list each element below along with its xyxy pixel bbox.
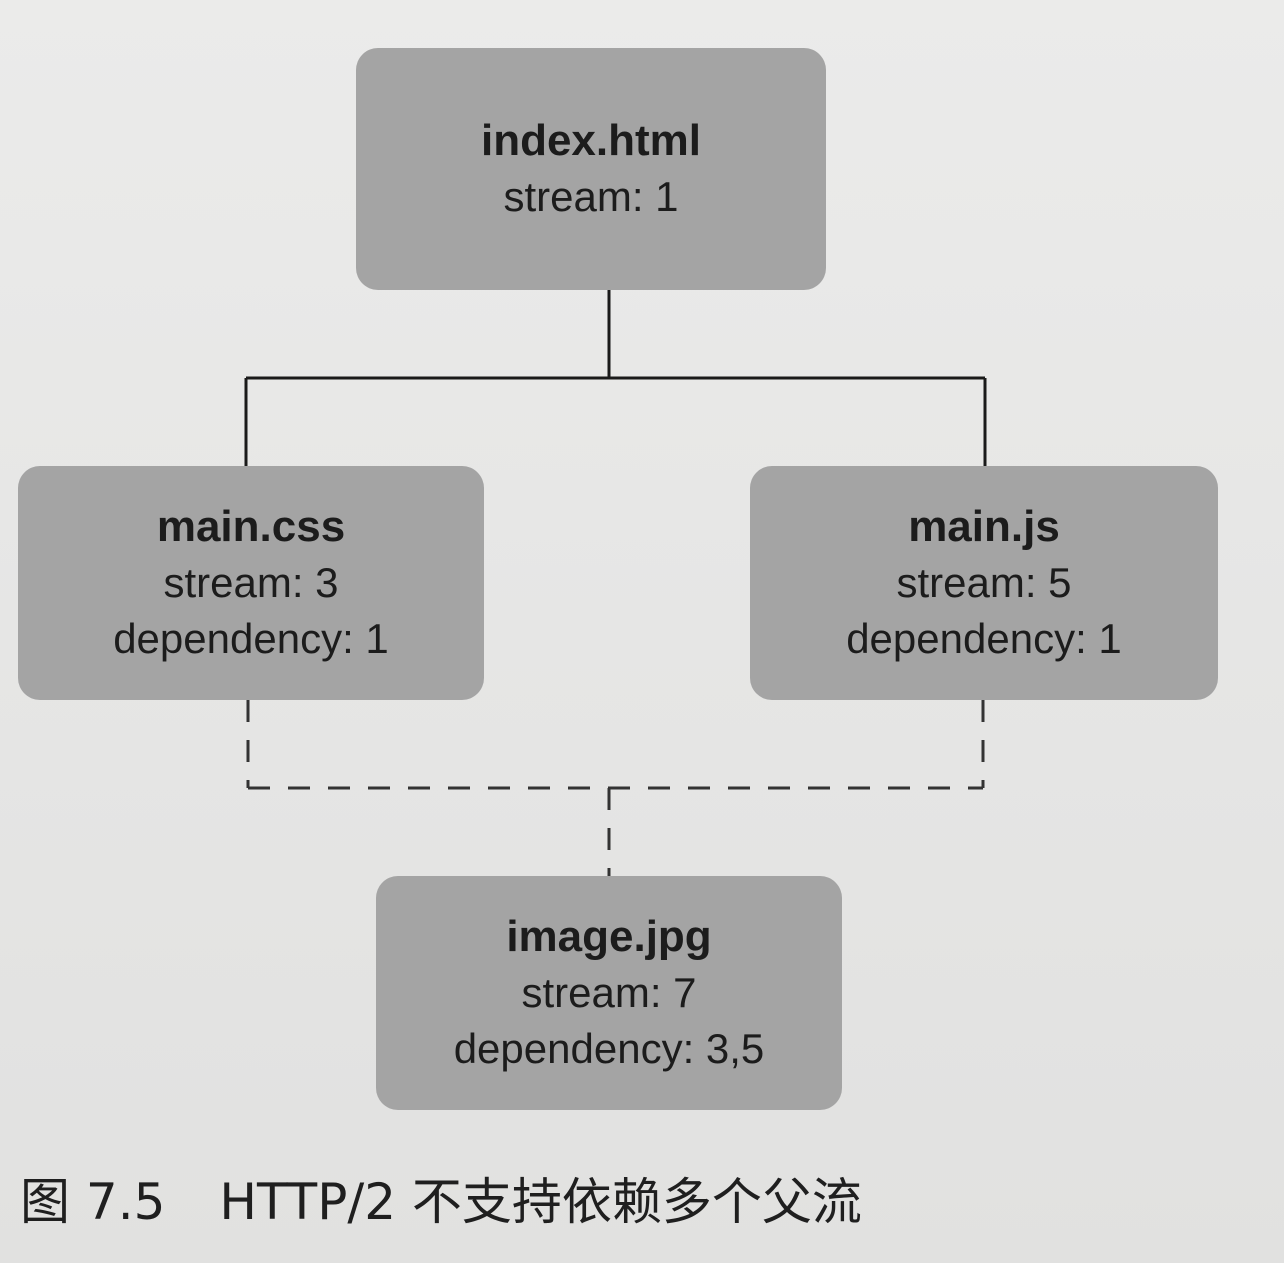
node-title: image.jpg [506, 912, 712, 961]
node-title: index.html [480, 116, 702, 165]
node-main-js: main.js stream: 5 dependency: 1 [750, 466, 1218, 700]
node-stream: stream: 3 [163, 559, 339, 606]
figure-caption: 图 7.5 HTTP/2 不支持依赖多个父流 [20, 1162, 862, 1234]
node-index-html: index.html stream: 1 [356, 48, 826, 290]
figure-caption-text: HTTP/2 不支持依赖多个父流 [219, 1173, 862, 1231]
node-main-css: main.css stream: 3 dependency: 1 [18, 466, 484, 700]
node-dependency: dependency: 1 [846, 615, 1122, 662]
node-title: main.css [156, 502, 346, 551]
node-stream: stream: 1 [503, 173, 679, 220]
node-dependency: dependency: 3,5 [453, 1025, 765, 1072]
node-dependency: dependency: 1 [113, 615, 389, 662]
node-title: main.js [908, 502, 1060, 551]
node-stream: stream: 5 [896, 559, 1072, 606]
figure-number: 图 7.5 [20, 1173, 166, 1231]
node-stream: stream: 7 [521, 969, 697, 1016]
node-image-jpg: image.jpg stream: 7 dependency: 3,5 [376, 876, 842, 1110]
